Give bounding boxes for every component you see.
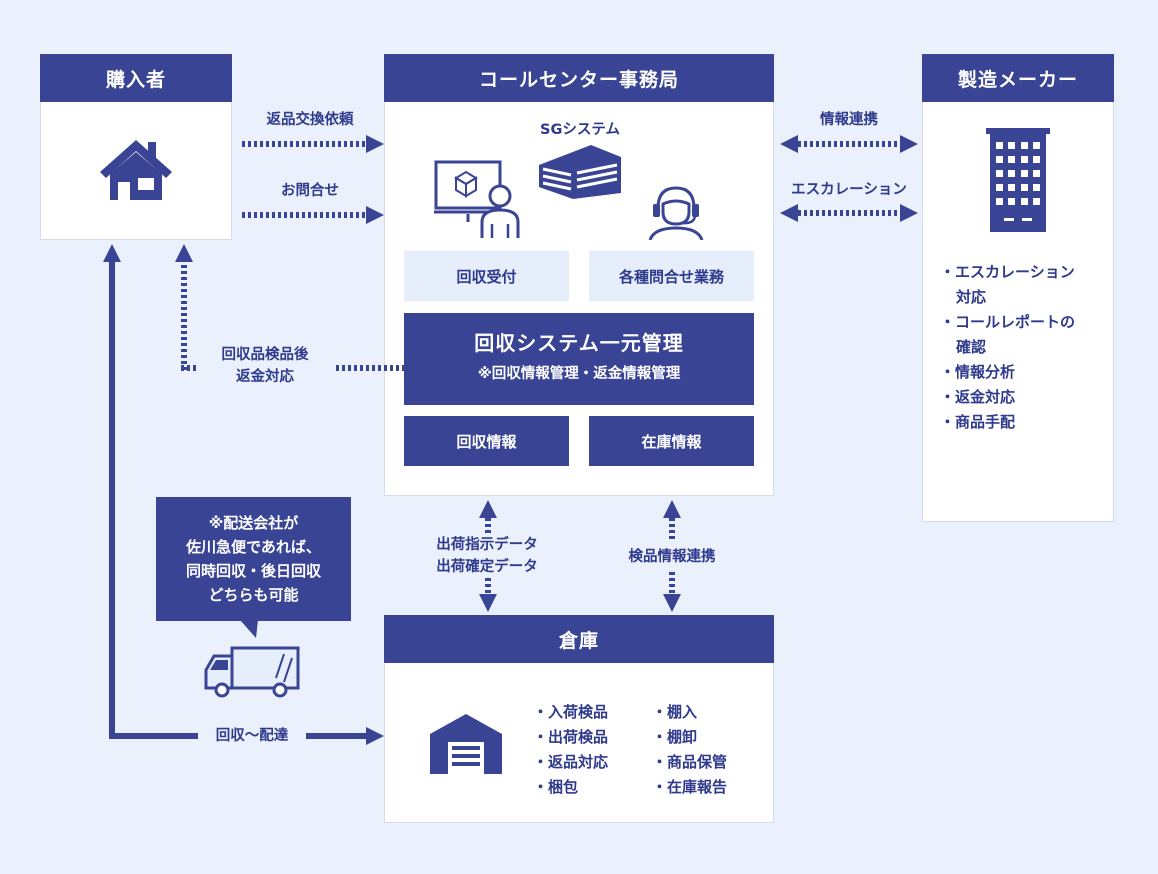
central-management-title: 回収システム一元管理	[474, 331, 684, 355]
info-link-arrowhead-left	[780, 135, 798, 153]
warehouse-task-list-left: ・入荷検品 ・出荷検品 ・返品対応 ・梱包	[533, 700, 608, 800]
building-system-icon	[539, 145, 621, 199]
refund-label-line: 回収品検品後	[221, 347, 309, 363]
shipping-data-label-line: 出荷確定データ	[436, 559, 538, 575]
refund-label-line: 返金対応	[236, 369, 294, 385]
call-center-header: コールセンター事務局	[384, 54, 774, 102]
bubble-tail-icon	[240, 620, 258, 638]
warehouse-task: ・商品保管	[652, 753, 728, 771]
warehouse-header: 倉庫	[384, 615, 774, 663]
maker-task: ・エスカレーション	[940, 263, 1075, 281]
shipping-data-label: 出荷指示データ 出荷確定データ	[412, 534, 562, 578]
inspection-link-arrowhead-down	[663, 594, 681, 612]
escalation-arrowhead-left	[780, 204, 798, 222]
collection-delivery-label: 回収〜配達	[215, 728, 289, 744]
collection-info-box: 回収情報	[404, 416, 569, 466]
inspection-link-label: 検品情報連携	[606, 546, 738, 568]
warehouse-task-list-right: ・棚入 ・棚卸 ・商品保管 ・在庫報告	[652, 700, 727, 800]
delivery-note-line: どちらも可能	[208, 586, 299, 604]
warehouse-task: ・棚卸	[652, 728, 698, 746]
headset-operator-icon	[648, 186, 704, 240]
inquiry-arrowhead	[366, 206, 384, 224]
stock-info-box: 在庫情報	[589, 416, 754, 466]
office-building-icon	[986, 128, 1050, 232]
collection-arrowhead-up	[103, 244, 121, 262]
maker-task: ・返金対応	[940, 388, 1016, 406]
warehouse-task: ・入荷検品	[533, 703, 609, 721]
warehouse-icon	[430, 714, 502, 774]
monitor-person-icon	[434, 160, 520, 238]
maker-header: 製造メーカー	[922, 54, 1114, 102]
delivery-note-line: 同時回収・後日回収	[185, 562, 321, 580]
reception-box: 回収受付	[404, 251, 569, 301]
truck-icon	[204, 646, 300, 698]
warehouse-task: ・梱包	[533, 778, 579, 796]
shipping-data-arrowhead-up	[479, 500, 497, 518]
maker-task: ・情報分析	[940, 363, 1016, 381]
house-icon	[100, 140, 172, 200]
maker-task: 対応	[956, 288, 987, 306]
inspection-link-arrowhead-up	[663, 500, 681, 518]
maker-task: ・コールレポートの	[940, 313, 1076, 331]
return-request-arrowhead	[366, 135, 384, 153]
info-link-label: 情報連携	[820, 112, 878, 128]
delivery-note-line: 佐川急便であれば、	[186, 538, 321, 556]
delivery-note-line: ※配送会社が	[208, 514, 299, 532]
maker-task-list: ・エスカレーション 対応 ・コールレポートの 確認 ・情報分析 ・返金対応 ・商…	[940, 260, 1075, 435]
shipping-data-arrowhead-down	[479, 594, 497, 612]
info-link-arrowhead-right	[900, 135, 918, 153]
refund-label: 回収品検品後 返金対応	[200, 344, 330, 388]
central-management-note: ※回収情報管理・返金情報管理	[477, 366, 681, 382]
warehouse-task: ・返品対応	[533, 753, 609, 771]
refund-arrowhead	[175, 244, 193, 262]
return-request-label: 返品交換依頼	[266, 112, 354, 128]
warehouse-task: ・棚入	[652, 703, 698, 721]
delivery-note-bubble: ※配送会社が 佐川急便であれば、 同時回収・後日回収 どちらも可能	[156, 497, 351, 621]
central-management-box: 回収システム一元管理 ※回収情報管理・返金情報管理	[404, 313, 754, 405]
maker-task: ・商品手配	[940, 413, 1016, 431]
escalation-arrowhead-right	[900, 204, 918, 222]
warehouse-task: ・出荷検品	[533, 728, 609, 746]
inquiry-label: お問合せ	[281, 183, 339, 199]
warehouse-task: ・在庫報告	[652, 778, 728, 796]
buyer-header: 購入者	[40, 54, 232, 102]
shipping-data-label-line: 出荷指示データ	[436, 537, 538, 553]
escalation-label: エスカレーション	[791, 182, 907, 198]
inquiry-box: 各種問合せ業務	[589, 251, 754, 301]
sg-system-label: SGシステム	[540, 122, 620, 138]
maker-task: 確認	[956, 338, 987, 356]
collection-arrowhead-right	[366, 727, 384, 745]
